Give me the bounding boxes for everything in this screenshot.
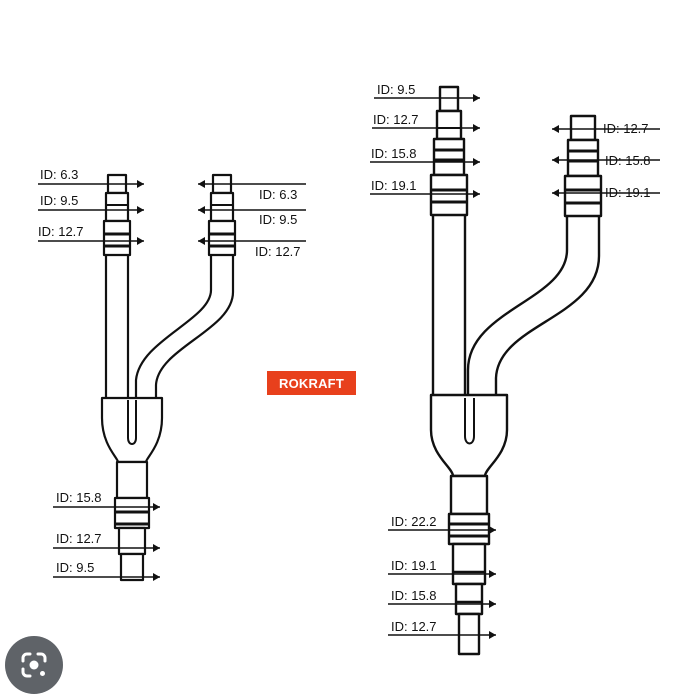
large-main-step-19-1	[429, 173, 469, 217]
small-main-tube	[104, 255, 130, 400]
large-y-joint	[429, 85, 603, 656]
small-bottom-step-12-7	[117, 526, 147, 556]
large-y-body	[429, 393, 509, 478]
large-branch-tube	[466, 216, 601, 420]
large-branch-label-3: ID: 19.1	[605, 185, 651, 200]
large-main-step-12-7	[435, 109, 463, 141]
large-branch-label-2: ID: 15.8	[605, 153, 651, 168]
small-main-step-12-7	[102, 219, 132, 257]
small-bottom-label-2: ID: 12.7	[56, 531, 102, 546]
large-bottom-step-19-1	[451, 542, 487, 586]
small-bottom-step-9-5	[119, 552, 145, 582]
brand-label: ROKRAFT	[279, 375, 344, 391]
lens-search-button[interactable]	[5, 636, 63, 694]
small-main-label-3: ID: 12.7	[38, 224, 84, 239]
small-y-joint	[100, 173, 237, 582]
small-branch-label-1: ID: 6.3	[259, 187, 297, 202]
large-branch-label-1: ID: 12.7	[603, 121, 649, 136]
large-bottom-label-3: ID: 15.8	[391, 588, 437, 603]
large-main-tube	[431, 215, 467, 400]
small-branch-label-2: ID: 9.5	[259, 212, 297, 227]
google-lens-icon	[21, 652, 47, 678]
small-branch-label-3: ID: 12.7	[255, 244, 301, 259]
large-main-label-1: ID: 9.5	[377, 82, 415, 97]
small-branch-step-9-5	[209, 191, 235, 223]
small-bottom-label-3: ID: 9.5	[56, 560, 94, 575]
brand-logo-badge: ROKRAFT	[267, 371, 356, 395]
small-main-label-2: ID: 9.5	[40, 193, 78, 208]
small-branch-step-12-7	[207, 219, 237, 257]
large-main-step-15-8	[432, 137, 466, 177]
small-branch-tube	[134, 255, 235, 420]
large-main-label-3: ID: 15.8	[371, 146, 417, 161]
large-branch-step-12-7	[569, 114, 597, 142]
large-main-label-2: ID: 12.7	[373, 112, 419, 127]
large-bottom-label-4: ID: 12.7	[391, 619, 437, 634]
large-branch-step-15-8	[566, 138, 600, 178]
small-main-step-9-5	[104, 191, 130, 223]
large-bottom-label-1: ID: 22.2	[391, 514, 437, 529]
large-bottom-step-15-8	[454, 582, 484, 616]
large-branch-step-19-1	[563, 174, 603, 218]
small-bottom-label-1: ID: 15.8	[56, 490, 102, 505]
large-bottom-label-2: ID: 19.1	[391, 558, 437, 573]
small-bottom-step-15-8	[115, 460, 149, 500]
large-main-label-4: ID: 19.1	[371, 178, 417, 193]
large-bottom-step-22-2	[449, 474, 489, 516]
small-y-body	[100, 396, 164, 464]
large-bottom-step-12-7	[457, 612, 481, 656]
small-main-label-1: ID: 6.3	[40, 167, 78, 182]
large-main-step-9-5	[438, 85, 460, 113]
